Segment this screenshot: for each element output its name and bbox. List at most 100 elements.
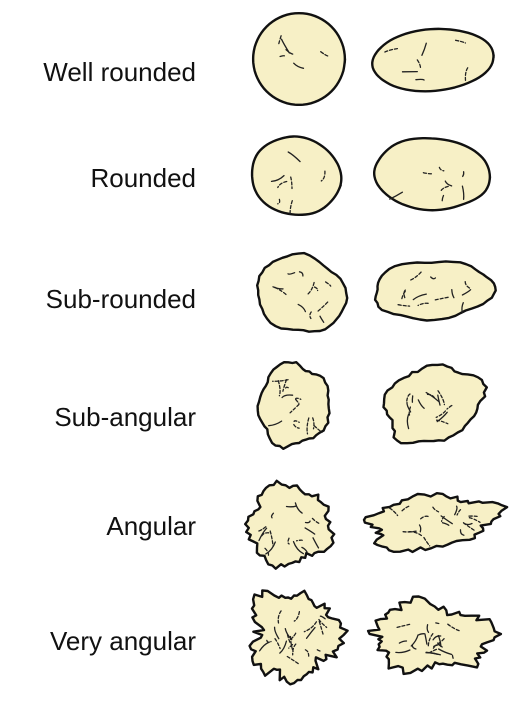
grain-angular-right-texture: [440, 515, 453, 525]
grain-rounded-right-texture: [462, 171, 465, 178]
grain-very-angular-right-texture: [435, 622, 441, 625]
grain-rounded-right-texture: [389, 191, 404, 200]
grain-well-rounded-left-outline: [251, 11, 347, 107]
grain-sub-rounded-right-texture: [451, 289, 455, 299]
grain-sub-angular-left-outline: [256, 361, 331, 450]
grain-sub-angular-right: [382, 363, 488, 445]
grain-sub-angular-left-texture: [272, 379, 289, 382]
grain-sub-angular-left-texture: [294, 397, 302, 400]
grain-very-angular-left-texture: [318, 618, 328, 629]
grain-sub-angular-left-texture: [281, 394, 294, 399]
grain-rounded-right-texture: [444, 180, 453, 187]
grain-sub-rounded-right-texture: [417, 302, 429, 307]
grain-well-rounded-right-texture: [454, 39, 467, 44]
grain-angular-left-texture: [304, 520, 311, 524]
label-well-rounded: Well rounded: [43, 57, 196, 87]
grain-sub-angular-left-texture: [277, 380, 281, 397]
grain-well-rounded-left-texture: [293, 62, 305, 69]
grain-angular-right-texture: [440, 515, 445, 522]
grain-well-rounded-right-texture: [464, 67, 469, 83]
grain-sub-rounded-right-texture: [397, 304, 411, 307]
grain-sub-rounded-left-texture: [319, 315, 325, 323]
grain-sub-angular-left-texture: [289, 403, 300, 414]
grain-rounded-left-texture: [277, 180, 288, 189]
grain-well-rounded-left-texture: [320, 51, 329, 57]
grain-sub-angular-right-texture: [435, 410, 447, 419]
grain-very-angular-left-outline: [248, 589, 349, 686]
grain-rounded-right: [372, 136, 492, 212]
grain-rounded-left-texture: [270, 174, 285, 183]
grain-sub-angular-right-texture: [437, 394, 441, 406]
grain-sub-angular-left-texture: [306, 417, 310, 435]
grain-angular-left-texture: [265, 541, 276, 555]
grain-well-rounded-left-texture: [277, 35, 282, 46]
grain-very-angular-left-texture: [288, 643, 294, 649]
grain-angular-left-texture: [292, 540, 305, 555]
grain-angular-right-texture: [468, 517, 481, 523]
grain-sub-angular-right-texture: [446, 404, 453, 410]
label-rounded: Rounded: [90, 163, 196, 193]
grain-rounded-right-texture: [441, 194, 445, 202]
grain-very-angular-right-texture: [432, 635, 442, 641]
grain-sub-rounded-right-texture: [461, 289, 472, 296]
grain-angular-right-texture: [418, 524, 422, 533]
grain-sub-rounded-left-texture: [297, 303, 307, 313]
grain-angular-left-texture: [304, 527, 316, 535]
grain-sub-rounded-right-texture: [400, 290, 406, 301]
grain-rounded-right-texture: [438, 166, 445, 172]
grain-very-angular-right-texture: [396, 623, 411, 629]
grain-well-rounded-right-texture: [382, 47, 399, 54]
grain-very-angular-right-texture: [398, 640, 408, 644]
grain-rounded-left: [250, 135, 343, 216]
grain-sub-angular-left-texture: [268, 420, 283, 427]
grain-well-rounded-left-texture: [280, 38, 291, 54]
grain-sub-angular-right-texture: [406, 393, 411, 403]
grain-sub-rounded-right-texture: [430, 276, 437, 280]
grain-rounded-left-texture: [320, 170, 326, 182]
grain-very-angular-left-texture: [274, 638, 281, 650]
grain-angular-left: [244, 479, 336, 570]
grain-very-angular-right-texture: [428, 648, 438, 654]
grain-angular-left-texture: [258, 527, 268, 542]
grain-very-angular-left-texture: [273, 626, 280, 640]
grain-angular-right-texture: [432, 506, 440, 513]
grain-very-angular-left-texture: [292, 643, 297, 656]
grain-sub-rounded-right-texture: [408, 271, 422, 282]
grain-well-rounded-right-texture: [416, 59, 422, 69]
grain-sub-rounded-left-texture: [306, 281, 315, 296]
grain-angular-right-texture: [463, 522, 473, 526]
grain-very-angular-right-texture: [427, 633, 434, 648]
grain-sub-rounded-left-texture: [309, 311, 312, 320]
grain-sub-angular-right-texture: [417, 399, 425, 409]
grain-rounded-right-texture: [461, 185, 465, 200]
grain-sub-angular-left-texture: [285, 386, 291, 390]
grain-sub-rounded-left-texture: [298, 271, 304, 277]
label-sub-rounded: Sub-rounded: [45, 284, 196, 314]
grain-very-angular-left-texture: [319, 615, 326, 620]
grain-very-angular-right-texture: [432, 638, 445, 648]
grain-very-angular-left-texture: [258, 641, 270, 652]
grain-angular-right-outline: [362, 492, 509, 554]
grain-well-rounded-right: [371, 27, 495, 93]
grain-sub-rounded-left-outline: [256, 251, 349, 333]
grain-angular-left-texture: [269, 530, 274, 547]
grain-angular-right-texture: [459, 529, 465, 536]
grain-sub-angular-right-texture: [425, 391, 440, 403]
grain-very-angular-left-texture: [304, 649, 310, 657]
grain-sub-rounded-right-texture: [412, 293, 427, 301]
grain-sub-rounded-left-texture: [324, 281, 332, 287]
label-sub-angular: Sub-angular: [54, 402, 196, 432]
grain-very-angular-left-texture: [277, 610, 282, 624]
grain-rounded-left-texture: [289, 200, 293, 216]
grain-very-angular-left-texture: [290, 632, 297, 640]
grain-very-angular-right-texture: [437, 648, 453, 656]
grain-sub-rounded-left-texture: [274, 286, 288, 297]
grain-sub-angular-right-texture: [437, 390, 446, 406]
grain-sub-angular-left-texture: [312, 417, 315, 430]
grain-sub-rounded-left-texture: [316, 301, 329, 313]
grain-very-angular-right-texture: [437, 642, 443, 648]
grain-sub-angular-left-texture: [293, 420, 300, 423]
grain-very-angular-right-texture: [411, 644, 417, 650]
grain-very-angular-left-texture: [303, 621, 318, 633]
